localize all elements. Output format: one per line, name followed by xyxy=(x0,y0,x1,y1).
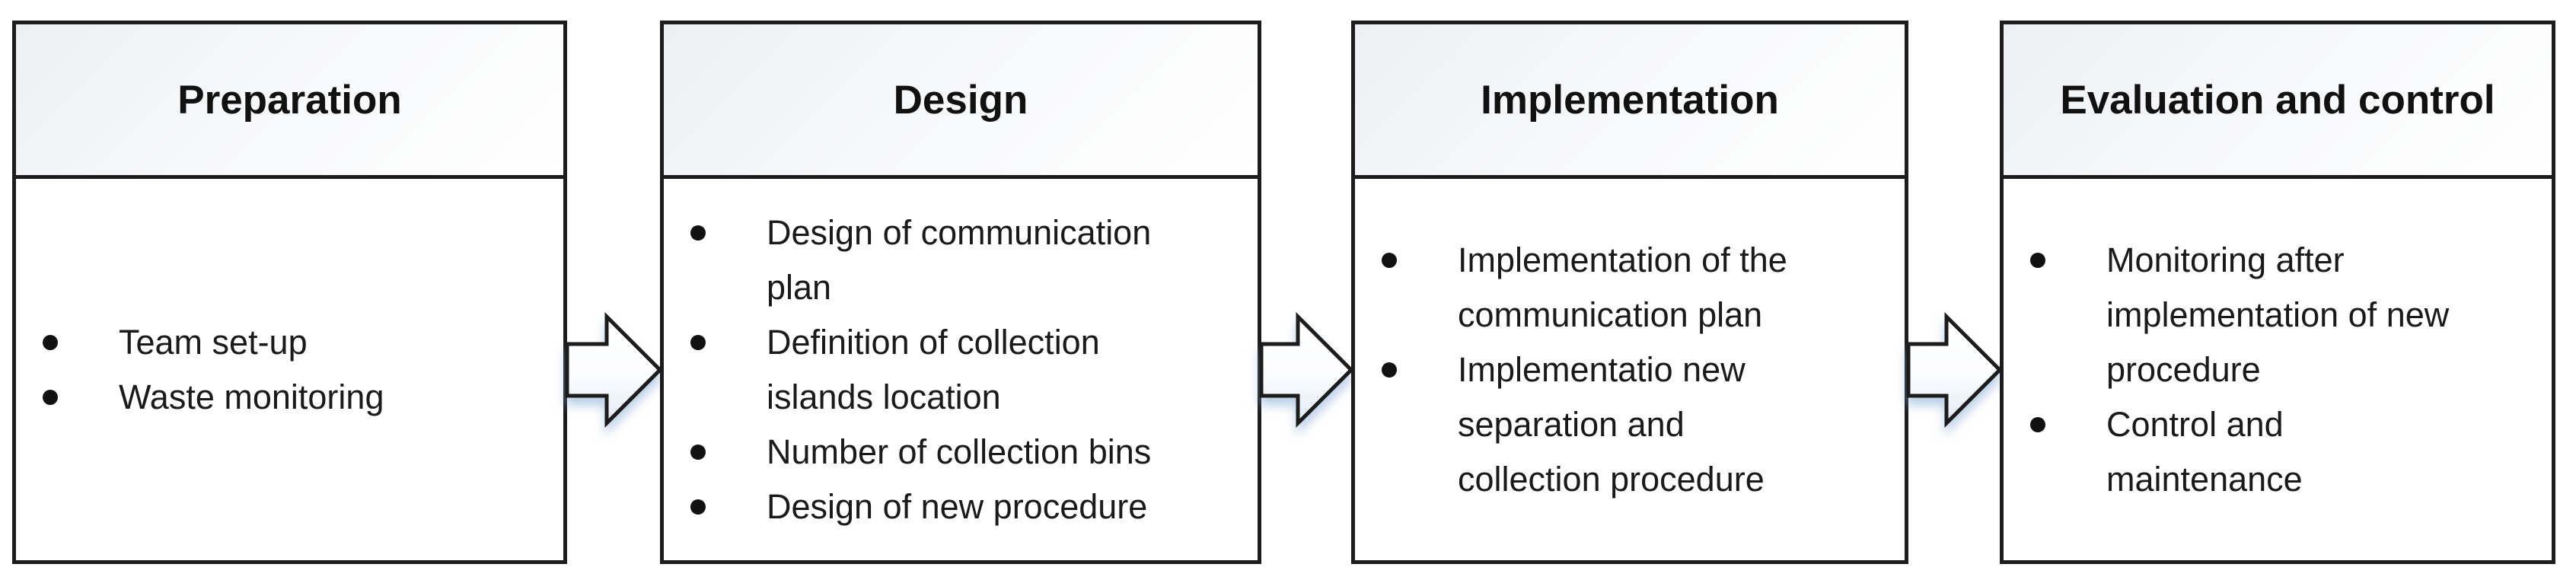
bullet-icon xyxy=(1382,252,1397,268)
bullet-item: Waste monitoring xyxy=(43,370,552,425)
stage-box-design: Design Design of communication plan Defi… xyxy=(660,21,1261,564)
bullet-text: Control and maintenance xyxy=(2106,404,2303,499)
bullet-text: Definition of collection islands locatio… xyxy=(767,322,1100,416)
stage-box-evaluation-and-control: Evaluation and control Monitoring after … xyxy=(2000,21,2555,564)
bullet-icon xyxy=(690,334,706,350)
stage-body: Monitoring after implementation of new p… xyxy=(2004,179,2552,560)
stage-title: Evaluation and control xyxy=(2060,77,2495,123)
bullet-item: Definition of collection islands locatio… xyxy=(690,315,1246,425)
flow-arrow-icon xyxy=(1906,311,2003,429)
stage-title: Design xyxy=(893,77,1028,123)
bullet-icon xyxy=(2030,416,2045,432)
bullet-text: Design of new procedure xyxy=(767,486,1148,526)
bullet-text: Number of collection bins xyxy=(767,432,1152,471)
stage-header: Evaluation and control xyxy=(2004,24,2552,179)
stage-box-preparation: Preparation Team set-up Waste monitoring xyxy=(12,21,567,564)
bullet-text: Implementation of the communication plan xyxy=(1458,240,1787,334)
stage-body: Design of communication plan Definition … xyxy=(664,179,1258,560)
bullet-item: Design of new procedure xyxy=(690,480,1246,534)
bullet-text: Design of communication plan xyxy=(767,212,1152,307)
stage-title: Preparation xyxy=(177,77,402,123)
stage-header: Preparation xyxy=(16,24,563,179)
bullet-text: Waste monitoring xyxy=(119,377,384,416)
stage-box-implementation: Implementation Implementation of the com… xyxy=(1351,21,1908,564)
bullet-icon xyxy=(690,499,706,515)
stage-header: Design xyxy=(664,24,1258,179)
bullet-icon xyxy=(1382,362,1397,378)
flow-arrow-icon xyxy=(565,311,663,429)
bullet-icon xyxy=(43,389,58,405)
bullet-list: Team set-up Waste monitoring xyxy=(43,315,552,425)
bullet-list: Design of communication plan Definition … xyxy=(690,206,1246,534)
stage-header: Implementation xyxy=(1355,24,1905,179)
bullet-item: Implementation of the communication plan xyxy=(1382,233,1893,343)
stage-body: Team set-up Waste monitoring xyxy=(16,179,563,560)
stage-title: Implementation xyxy=(1481,77,1779,123)
bullet-icon xyxy=(690,225,706,241)
bullet-item: Number of collection bins xyxy=(690,425,1246,480)
bullet-item: Team set-up xyxy=(43,315,552,370)
bullet-item: Design of communication plan xyxy=(690,206,1246,315)
bullet-item: Monitoring after implementation of new p… xyxy=(2030,233,2540,397)
bullet-text: Monitoring after implementation of new p… xyxy=(2106,240,2450,389)
bullet-text: Implementatio new separation and collect… xyxy=(1458,349,1765,499)
bullet-item: Control and maintenance xyxy=(2030,397,2540,507)
bullet-icon xyxy=(2030,252,2045,268)
bullet-item: Implementatio new separation and collect… xyxy=(1382,343,1893,507)
bullet-list: Implementation of the communication plan… xyxy=(1382,233,1893,507)
bullet-list: Monitoring after implementation of new p… xyxy=(2030,233,2540,507)
bullet-icon xyxy=(43,334,58,350)
bullet-icon xyxy=(690,444,706,460)
flow-arrow-icon xyxy=(1259,311,1354,429)
bullet-text: Team set-up xyxy=(119,322,308,362)
stage-body: Implementation of the communication plan… xyxy=(1355,179,1905,560)
